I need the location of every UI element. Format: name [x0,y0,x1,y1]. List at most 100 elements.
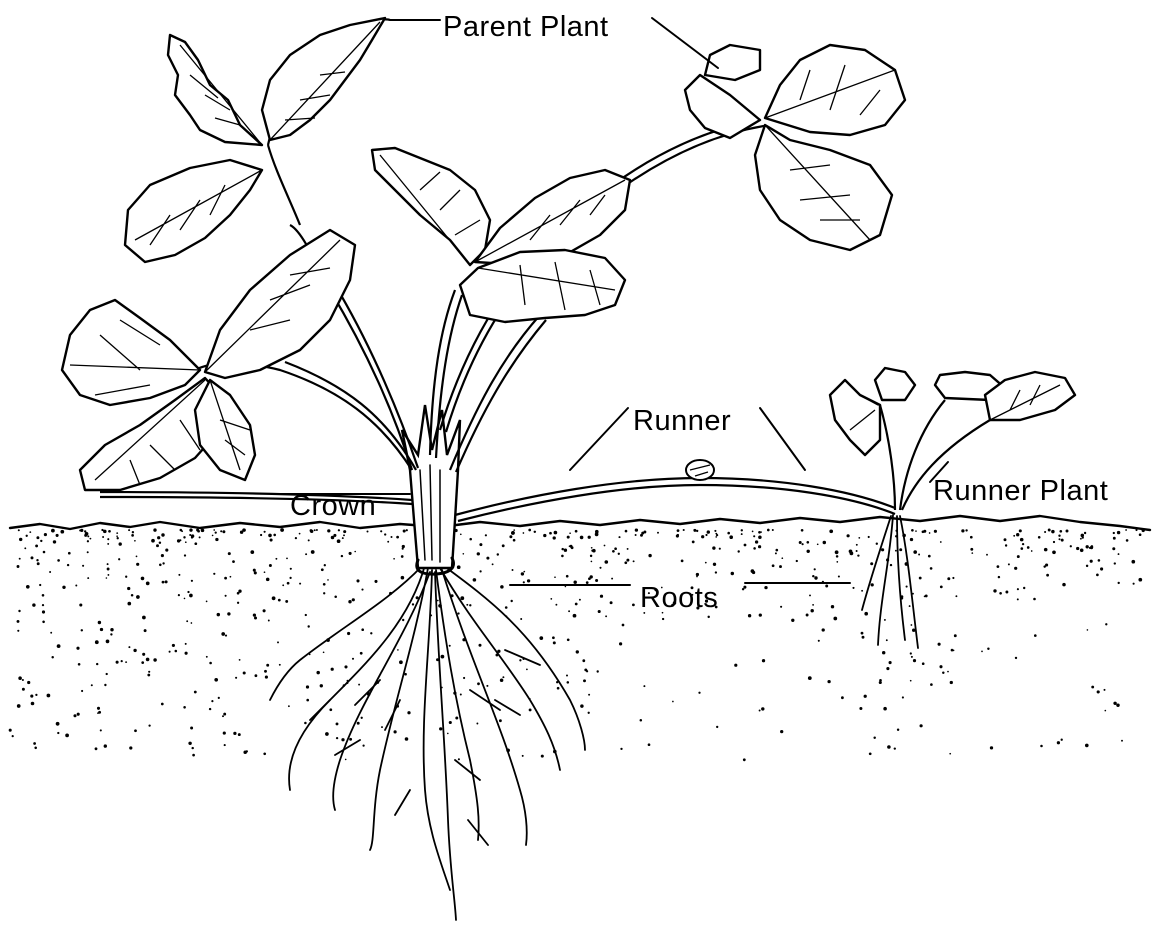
soil-dot [825,585,828,588]
soil-dot [588,694,590,696]
soil-dot [243,751,247,755]
soil-dot [1017,588,1019,590]
soil-dot [569,545,571,547]
soil-dot [727,532,730,535]
soil-dot [939,665,942,668]
soil-dot [864,695,867,698]
soil-dot [321,568,324,571]
soil-dot [22,679,24,681]
soil-dot [127,602,131,606]
soil-dot [850,552,854,556]
soil-dot [911,656,913,658]
soil-dot [859,707,862,710]
soil-dot [627,548,629,550]
soil-dot [35,694,37,696]
soil-dot [549,532,552,535]
soil-dot [492,563,494,565]
soil-dot [580,704,583,707]
soil-dot [761,707,764,710]
soil-dot [107,538,109,540]
soil-dot [812,575,814,577]
soil-dot [712,546,715,549]
soil-dot [583,679,586,682]
soil-dot [552,636,555,639]
soil-dot [329,708,332,711]
soil-dot [107,563,109,565]
soil-dot [299,583,301,585]
soil-dot [841,696,844,699]
soil-dot [106,640,110,644]
soil-dot [477,552,480,555]
soil-dot [162,581,165,584]
soil-dot [57,559,60,562]
soil-dot [1059,530,1062,533]
soil-dot [463,553,465,555]
soil-dot [194,691,197,694]
soil-dot [539,636,543,640]
soil-dot [1023,587,1025,589]
soil-dot [485,534,487,536]
soil-dot [361,589,363,591]
soil-dot [500,585,504,589]
soil-dot [1113,702,1116,705]
soil-dot [781,557,783,559]
soil-dot [268,534,272,538]
soil-dot [520,618,522,620]
soil-dot [118,558,120,560]
soil-dot [401,555,404,558]
soil-dot [947,671,949,673]
soil-dot [1070,545,1072,547]
soil-dot [469,538,472,541]
soil-dot [1034,634,1037,637]
soil-dot [222,715,224,717]
soil-dot [175,650,178,653]
soil-dot [68,552,71,555]
soil-dot [681,560,684,563]
soil-dot [191,580,193,582]
soil-dot [40,540,42,542]
soil-dot [1126,539,1129,542]
soil-dot [157,536,160,539]
soil-dot [49,571,51,573]
soil-dot [986,554,988,556]
soil-dot [775,552,777,554]
soil-dot [119,542,122,545]
soil-dot [24,547,26,549]
soil-dot [808,676,812,680]
soil-dot [579,599,581,601]
soil-dot [327,579,329,581]
soil-dot [51,656,53,658]
soil-dot [1139,533,1142,536]
soil-dot [18,610,20,612]
soil-dot [930,567,933,570]
parent-leaves [62,18,905,490]
soil-dot [42,621,45,624]
soil-dot [142,616,146,620]
soil-dot [344,665,347,668]
soil-dot [51,529,55,533]
soil-dot [141,577,145,581]
soil-dot [360,652,363,655]
soil-dot [476,723,478,725]
soil-dot [181,530,183,532]
soil-dot [575,603,578,606]
soil-dot [887,745,891,749]
soil-dot [884,619,886,621]
soil-dot [104,684,106,686]
soil-dot [305,614,307,616]
soil-dot [237,592,240,595]
soil-dot [178,594,180,596]
soil-dot [899,548,902,551]
soil-dot [505,606,508,609]
soil-dot [213,529,215,531]
soil-dot [80,529,83,532]
soil-dot [62,586,65,589]
soil-dot [125,576,127,578]
soil-dot [477,682,480,685]
soil-dot [940,541,942,543]
soil-dot [30,695,33,698]
soil-dot [191,622,193,624]
soil-dot [128,646,130,648]
soil-dot [657,532,659,534]
soil-dot [568,610,570,612]
